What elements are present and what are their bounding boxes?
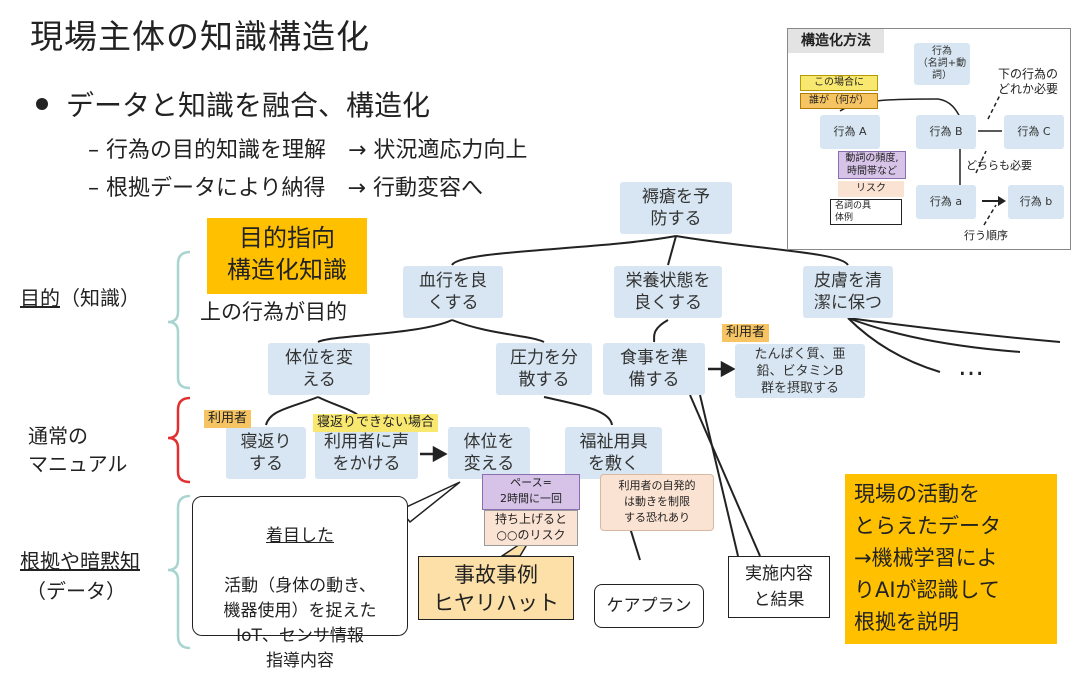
legend-act-sa: 行為 a (916, 185, 976, 219)
note-pace: ペース= 2時間に一回 (482, 474, 580, 510)
legend-who: 誰が（何が） (800, 93, 878, 109)
label-purpose-main: 目的 (20, 286, 60, 310)
ellipsis: … (958, 352, 984, 382)
diagram-connectors (167, 235, 1061, 650)
legend-order: 行う順序 (964, 229, 1008, 242)
node-change-posture: 体位を変 える (268, 343, 370, 395)
edge-skin-1 (847, 317, 941, 373)
callout-careplan: ケアプラン (594, 584, 704, 628)
node-nutrition: 栄養状態を 良くする (614, 266, 722, 318)
edge-skin-2 (847, 317, 1021, 353)
tag-user-protein: 利用者 (722, 324, 770, 342)
legend-risk: リスク (838, 181, 904, 197)
bracket-evidence (167, 494, 191, 650)
callout-iot-body: 活動（身体の動き、 機器使用）を捉えた IoT、センサ情報 指導内容 (223, 576, 377, 671)
label-evidence-main: 根拠や暗黙知 (20, 549, 140, 573)
bullet-main: データと知識を融合、構造化 (66, 89, 431, 122)
node-distribute-pressure: 圧力を分 散する (496, 343, 592, 395)
tag-user-roll: 利用者 (204, 410, 252, 428)
callout-iot: 着目した 活動（身体の動き、 機器使用）を捉えた IoT、センサ情報 指導内容 (192, 496, 408, 671)
node-prevent-bedsore: 褥瘡を予 防する (620, 182, 732, 234)
legend-act-a: 行為 A (820, 115, 880, 149)
callout-iot-title: 着目した (266, 526, 334, 546)
label-evidence: 根拠や暗黙知 （データ） (20, 546, 140, 606)
node-change-posture-2: 体位を 変える (448, 427, 530, 479)
legend-title: 構造化方法 (788, 29, 884, 53)
legend-frequency: 動詞の頻度, 時間帯など (838, 151, 906, 179)
bullet-dot (36, 98, 48, 110)
edge-meal-result-2 (699, 394, 739, 557)
edge-nutrition-meal (653, 319, 669, 343)
bracket-purpose (167, 250, 191, 390)
bullet-sub1: – 行為の目的知識を理解 → 状況適応力向上 (88, 138, 528, 163)
node-welfare-equipment: 福祉用具 を敷く (565, 427, 662, 479)
tag-cannot-roll: 寝返りできない場合 (313, 414, 439, 432)
legend-case: この場合に (800, 75, 878, 91)
bracket-manual (167, 396, 191, 484)
legend-act-sb: 行為 b (1008, 185, 1064, 219)
edge-blood-posture (317, 319, 453, 343)
bullet-sub2: – 根拠データにより納得 → 行動変容へ (88, 176, 483, 201)
callout-result: 実施内容 と結果 (728, 556, 830, 618)
node-skin-clean: 皮膚を清 潔に保つ (803, 266, 893, 318)
edge-pressure-welfare (543, 396, 613, 426)
edge-posture-roll (265, 396, 319, 426)
node-prepare-meal: 食事を準 備する (603, 343, 705, 395)
legend-panel: 構造化方法 行為 （名詞+動 詞） 下の行為の どれか必要 この場合に 誰が（何… (787, 28, 1071, 250)
label-manual: 通常の マニュアル (28, 424, 128, 476)
node-protein: たんぱく質、亜 鉛、ビタミンB 群を摂取する (735, 344, 865, 398)
edge-skin-3 (847, 317, 1061, 343)
legend-both: どちらも必要 (966, 159, 1032, 172)
node-call-user: 利用者に声 をかける (315, 427, 418, 479)
note-restrict: 利用者の自発的 は動きを制限 する恐れあり (600, 474, 714, 531)
label-purpose-suffix: （知識） (60, 286, 140, 310)
legend-act-c: 行為 C (1004, 115, 1064, 149)
edge-root-skin (675, 235, 849, 266)
goal-box: 目的指向 構造化知識 (207, 218, 367, 294)
node-roll-over: 寝返り する (226, 427, 306, 479)
legend-act-top: 行為 （名詞+動 詞） (914, 43, 970, 85)
iot-pointer (398, 481, 461, 524)
label-evidence-suffix: （データ） (26, 579, 126, 603)
node-improve-blood: 血行を良 くする (403, 266, 503, 318)
ml-explanation-text: 現場の活動を とらえたデータ →機械学習によ りAIが認識して 根拠を説明 (854, 482, 1001, 634)
ml-explanation-box (845, 474, 1057, 644)
edge-blood-pressure (451, 319, 545, 343)
label-purpose: 目的（知識） (20, 282, 140, 311)
legend-act-b: 行為 B (916, 115, 976, 149)
legend-connectors (839, 94, 1006, 226)
callout-accident: 事故事例 ヒヤリハット (418, 556, 574, 620)
goal-note: 上の行為が目的 (200, 300, 347, 324)
note-lift-risk: 持ち上げると ○○のリスク (484, 510, 578, 546)
edge-root-nutrition (667, 235, 677, 266)
legend-example: 名詞の具 体例 (830, 199, 902, 225)
legend-need-note: 下の行為の どれか必要 (998, 67, 1059, 96)
edge-meal-result-1 (689, 394, 761, 557)
edge-root-blood (451, 235, 677, 266)
page-title: 現場主体の知識構造化 (30, 17, 370, 56)
